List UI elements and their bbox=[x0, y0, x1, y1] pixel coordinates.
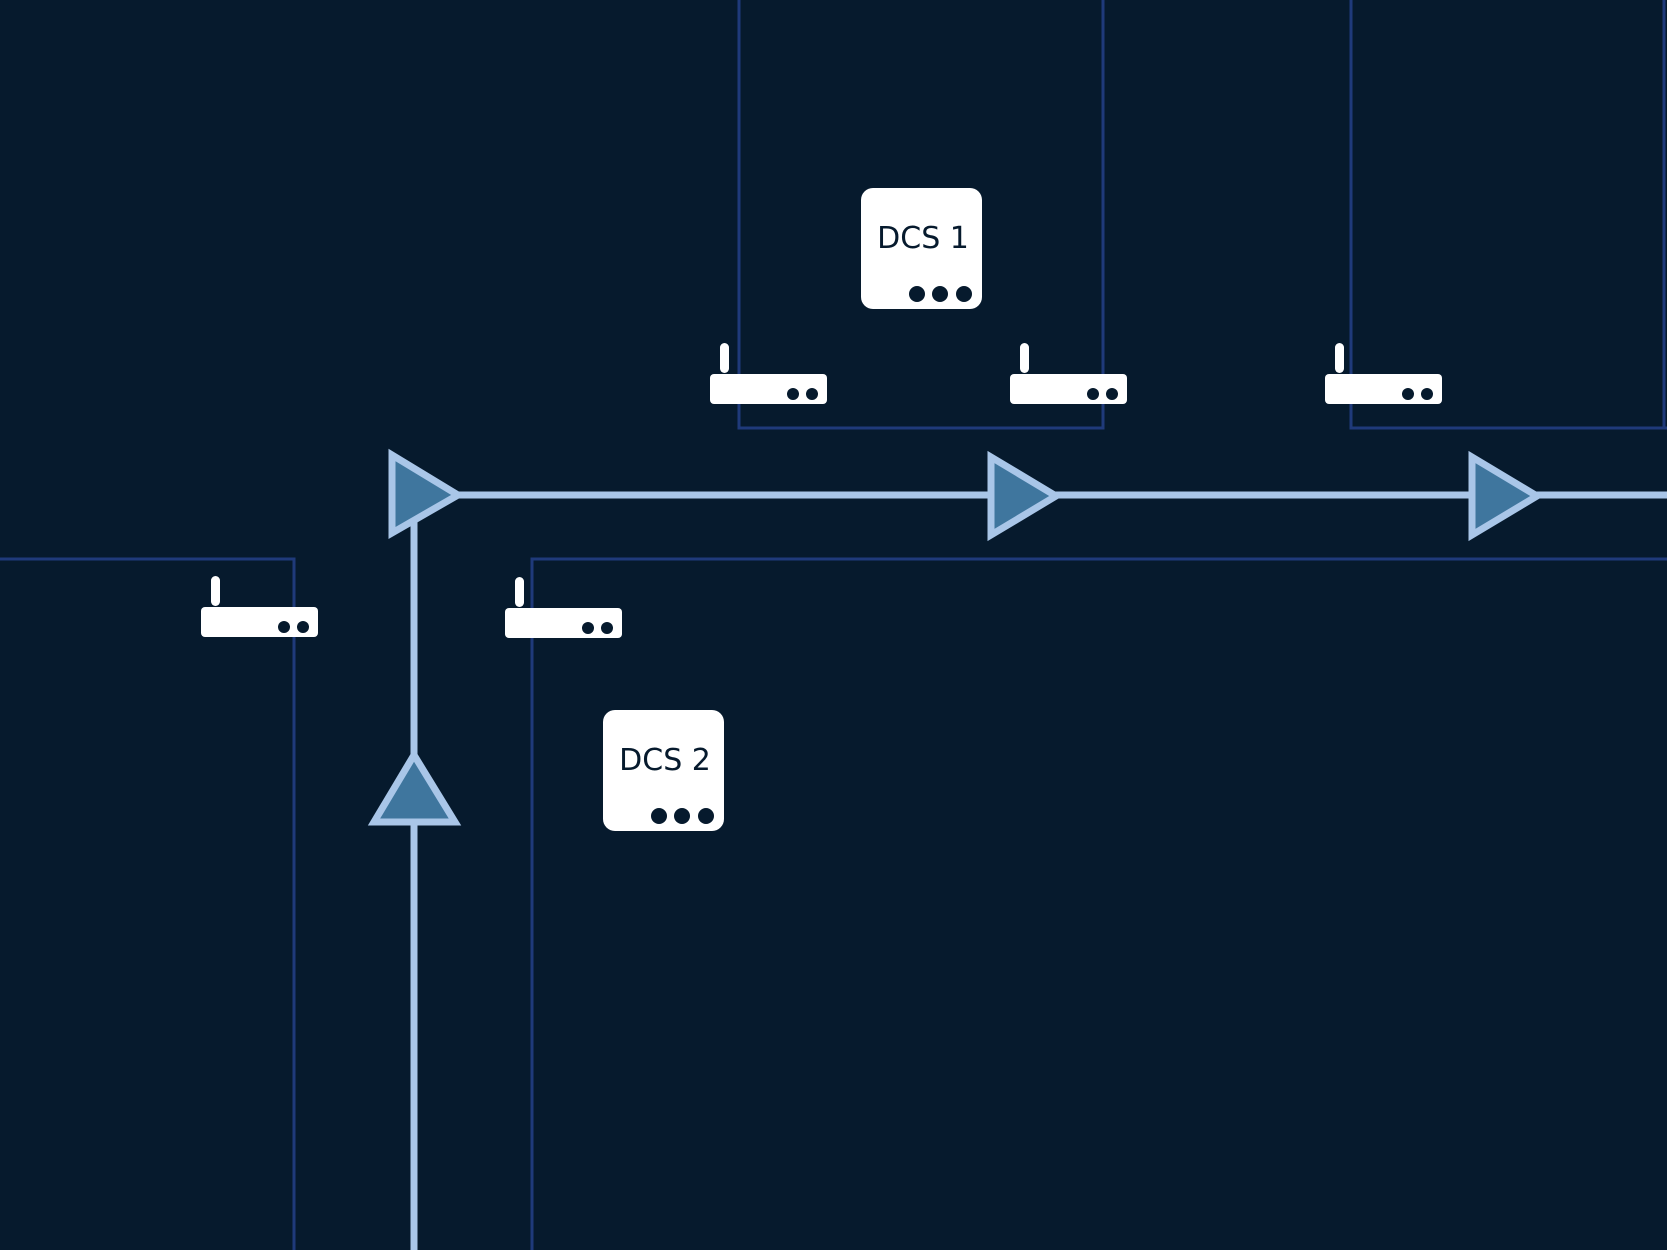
triangle-repeater-icon bbox=[367, 748, 462, 826]
link-top-right bbox=[1349, 0, 1667, 430]
wireless-router-icon bbox=[1010, 343, 1127, 404]
link-left-branch bbox=[0, 557, 296, 1250]
triangle-repeater-icon bbox=[1468, 450, 1544, 542]
dcs2-node[interactable]: DCS 2 bbox=[603, 710, 724, 831]
link-lower-branch bbox=[530, 557, 1667, 1250]
controller-icon bbox=[603, 710, 724, 831]
repeaters bbox=[367, 448, 1544, 826]
wireless-router-icon bbox=[505, 577, 622, 638]
dcs2-label: DCS 2 bbox=[619, 743, 711, 778]
wireless-router-icon bbox=[1325, 343, 1442, 404]
routers bbox=[201, 343, 1442, 638]
wireless-router-icon bbox=[710, 343, 827, 404]
controller-icon bbox=[861, 188, 982, 309]
wireless-router-icon bbox=[201, 576, 318, 637]
dcs1-label: DCS 1 bbox=[877, 221, 969, 256]
dcs1-node[interactable]: DCS 1 bbox=[861, 188, 982, 309]
triangle-repeater-icon bbox=[987, 450, 1063, 542]
link-top-loop bbox=[737, 0, 1105, 430]
triangle-repeater-icon bbox=[388, 448, 465, 540]
